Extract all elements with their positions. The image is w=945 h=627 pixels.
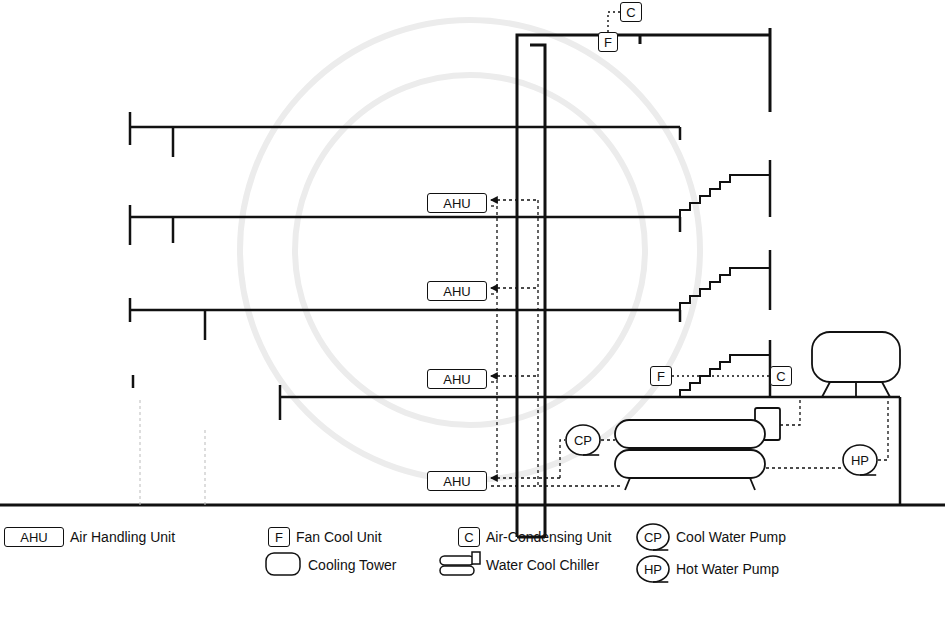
unit-box: C (620, 2, 642, 22)
legend-entry: Cooling Tower (308, 557, 396, 573)
unit-label: CP (574, 434, 592, 447)
unit-box: F (268, 527, 290, 547)
legend-icons (266, 552, 480, 575)
water-cool-chiller (615, 408, 780, 490)
unit-label: F (604, 36, 612, 49)
stairs (680, 175, 770, 397)
refrigerant-line (608, 12, 620, 32)
service-shaft (517, 28, 770, 537)
unit-label: C (464, 531, 473, 544)
legend-entry: Air-Condensing Unit (486, 529, 611, 545)
unit-label: HP (851, 454, 869, 467)
unit-box: AHU (427, 369, 487, 389)
legend-entry: Cool Water Pump (676, 529, 786, 545)
unit-label: CP (644, 531, 662, 544)
refrigerant-line (672, 375, 770, 376)
legend-entry: Hot Water Pump (676, 561, 779, 577)
ground-line (0, 504, 945, 507)
unit-label: AHU (20, 531, 47, 544)
unit-label: F (657, 370, 665, 383)
watermark (240, 20, 700, 480)
pump-symbol: HP (636, 555, 670, 583)
unit-box: C (770, 366, 792, 386)
unit-label: HP (644, 563, 662, 576)
legend-entry: Fan Cool Unit (296, 529, 382, 545)
unit-label: AHU (443, 373, 470, 386)
faint-columns (140, 400, 205, 505)
pump-symbol: CP (636, 523, 670, 551)
unit-box: AHU (427, 193, 487, 213)
unit-label: F (275, 531, 283, 544)
unit-box: F (598, 32, 618, 52)
pump-symbol: HP (842, 444, 878, 476)
unit-label: C (626, 6, 635, 19)
unit-label: AHU (443, 285, 470, 298)
unit-box: AHU (427, 281, 487, 301)
unit-box: C (458, 527, 480, 547)
unit-box: AHU (427, 471, 487, 491)
legend-entry: Air Handling Unit (70, 529, 175, 545)
unit-box: AHU (4, 527, 64, 547)
floor-slabs (130, 112, 900, 505)
legend-entry: Water Cool Chiller (486, 557, 599, 573)
unit-box: F (650, 366, 672, 386)
unit-label: AHU (443, 197, 470, 210)
unit-label: AHU (443, 475, 470, 488)
cooling-tower (812, 332, 900, 397)
pump-symbol: CP (565, 424, 601, 456)
unit-label: C (776, 370, 785, 383)
